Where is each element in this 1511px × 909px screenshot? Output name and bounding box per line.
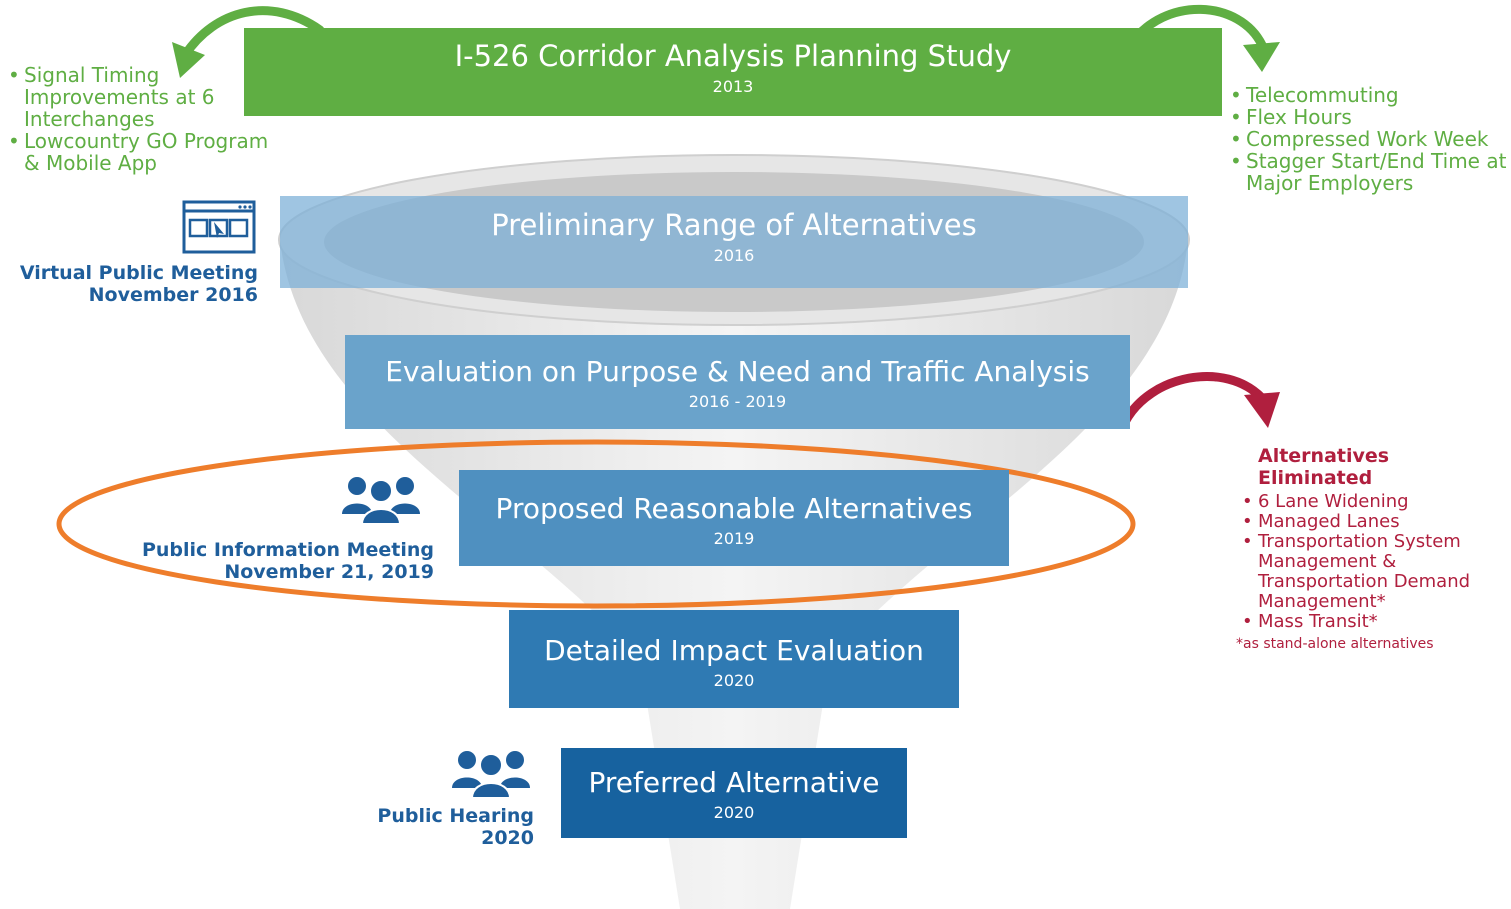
stage-proposed-reasonable: Proposed Reasonable Alternatives 2019 [459, 470, 1009, 566]
red-arrow [1120, 372, 1267, 427]
stage-evaluation: Evaluation on Purpose & Need and Traffic… [345, 335, 1130, 429]
stage-year: 2016 - 2019 [688, 392, 787, 411]
stage-title: Proposed Reasonable Alternatives [495, 492, 973, 525]
list-item: Managed Lanes [1240, 512, 1506, 533]
eliminated-footnote: *as stand-alone alternatives [1236, 636, 1434, 652]
highlight-ellipse [56, 439, 1136, 609]
stage-year: 2020 [713, 671, 755, 690]
stage-planning-study: I-526 Corridor Analysis Planning Study 2… [244, 28, 1222, 116]
left-outcomes-list: Signal Timing Improvements at 6 Intercha… [6, 64, 276, 174]
list-item: Signal Timing Improvements at 6 Intercha… [6, 64, 276, 130]
people-icon [340, 474, 422, 526]
list-item: Stagger Start/End Time at Major Employer… [1228, 150, 1510, 194]
stage-preliminary-range: Preliminary Range of Alternatives 2016 [280, 196, 1188, 288]
stage-year: 2013 [712, 77, 754, 96]
meeting-title: Public Information Meeting [141, 539, 434, 561]
stage-year: 2019 [713, 529, 755, 548]
stage-year: 2020 [713, 803, 755, 822]
list-item: Compressed Work Week [1228, 128, 1510, 150]
stage-title: Preferred Alternative [588, 766, 880, 799]
stage-year: 2016 [713, 246, 755, 265]
list-item: Mass Transit* [1240, 612, 1506, 633]
hearing-label: Public Hearing 2020 [330, 805, 534, 849]
list-item: Telecommuting [1228, 84, 1510, 106]
eliminated-panel: Alternatives Eliminated 6 Lane Widening … [1236, 445, 1506, 652]
list-item: Flex Hours [1228, 106, 1510, 128]
meeting-date: November 21, 2019 [224, 561, 434, 583]
right-green-arrowhead [1243, 42, 1280, 72]
monitor-icon [182, 200, 256, 254]
stage-title: Preliminary Range of Alternatives [491, 208, 977, 242]
list-item: Lowcountry GO Program & Mobile App [6, 130, 276, 174]
info-meeting-label: Public Information Meeting November 21, … [120, 539, 434, 583]
stage-title: Evaluation on Purpose & Need and Traffic… [385, 355, 1090, 388]
people-icon [450, 748, 532, 800]
virtual-meeting-label: Virtual Public Meeting November 2016 [8, 262, 258, 306]
stage-detailed-impact: Detailed Impact Evaluation 2020 [509, 610, 959, 708]
list-item: Transportation System Management & Trans… [1240, 532, 1506, 612]
meeting-title: Virtual Public Meeting [19, 262, 258, 284]
red-arrowhead [1244, 392, 1280, 428]
stage-title: I-526 Corridor Analysis Planning Study [454, 39, 1012, 73]
meeting-date: November 2016 [88, 284, 258, 306]
stage-preferred: Preferred Alternative 2020 [561, 748, 907, 838]
meeting-title: Public Hearing [377, 805, 534, 827]
eliminated-heading: Alternatives Eliminated [1258, 445, 1390, 489]
left-green-arrow [180, 6, 325, 60]
meeting-date: 2020 [481, 827, 534, 849]
stage-title: Detailed Impact Evaluation [544, 634, 924, 667]
list-item: 6 Lane Widening [1240, 492, 1506, 513]
right-outcomes-list: Telecommuting Flex Hours Compressed Work… [1228, 84, 1510, 194]
